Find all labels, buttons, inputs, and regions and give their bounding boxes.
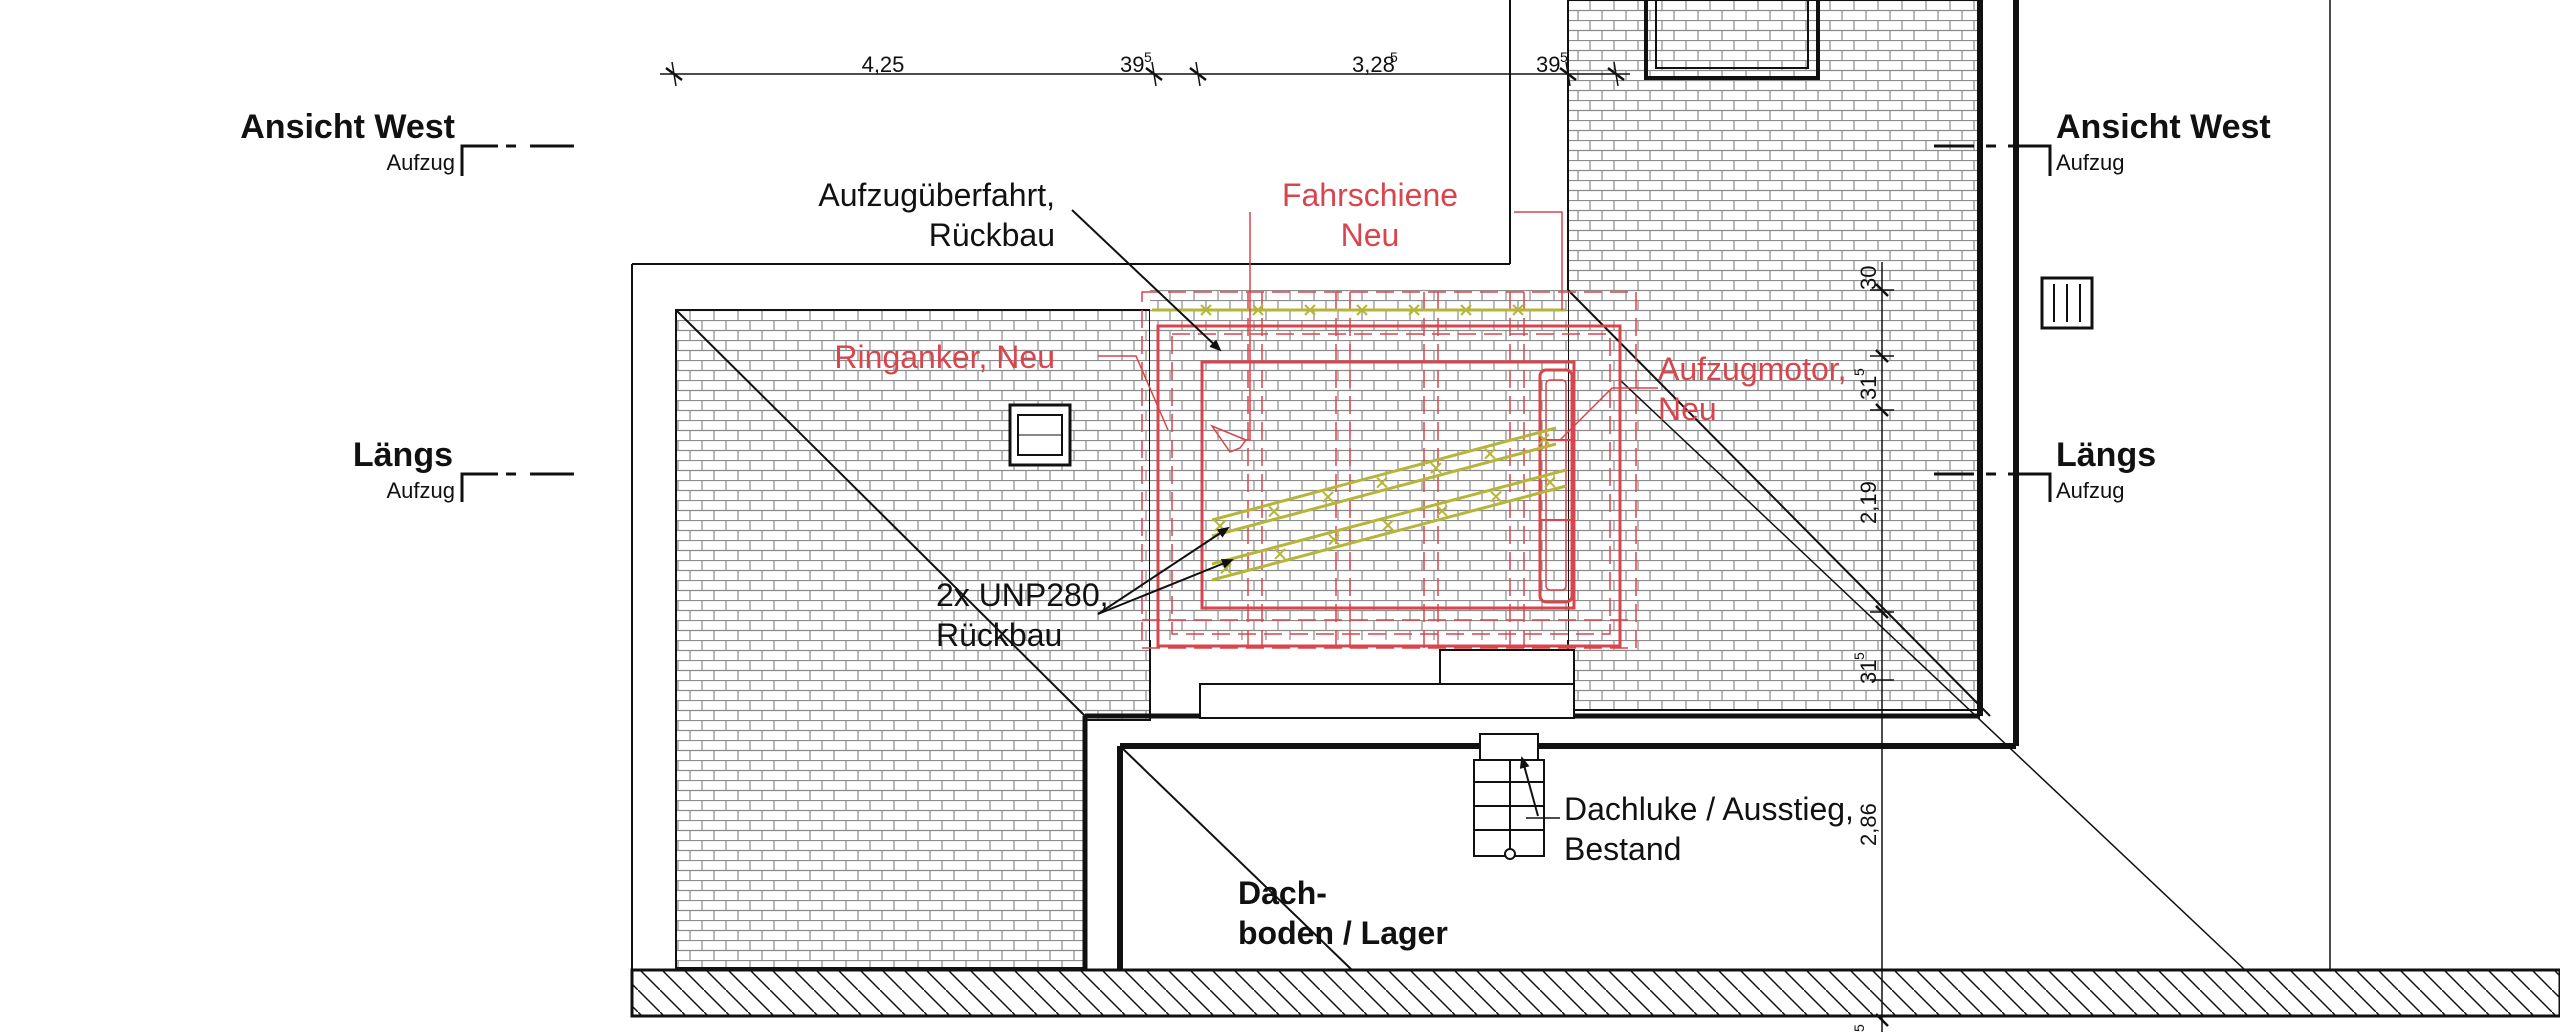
beam-cross-mark xyxy=(1214,520,1226,532)
section-marker-west-right xyxy=(1934,144,2052,176)
beam-cross-mark xyxy=(1200,304,1212,316)
dim-vert-219: 2,19 xyxy=(1856,481,1881,524)
beam-cross-mark xyxy=(1328,533,1340,546)
label-fahrschiene-1: Fahrschiene xyxy=(1282,177,1458,213)
beam-cross-mark xyxy=(1408,304,1420,316)
dim-top-1: 4,25 xyxy=(862,52,905,77)
beam-cross-mark xyxy=(1274,548,1286,560)
label-dachluke-1: Dachluke / Ausstieg, xyxy=(1564,791,1854,827)
dim-vert-315-b-sup: 5 xyxy=(1851,652,1867,660)
elevator-motor xyxy=(1538,368,1574,604)
label-dachboden-2: boden / Lager xyxy=(1238,915,1448,951)
label-ringanker: Ringanker, Neu xyxy=(834,339,1055,375)
dim-top-3-sup: 5 xyxy=(1390,49,1398,65)
section-title-laengs-left: Längs xyxy=(353,436,453,474)
section-title-west-left: Ansicht West xyxy=(240,108,455,146)
vertical-dimension-chain xyxy=(1870,262,1894,1032)
beam-cross-mark xyxy=(1430,462,1442,474)
beam-cross-mark xyxy=(1376,476,1388,489)
floor-slab xyxy=(630,968,2560,1018)
beam-cross-mark xyxy=(1304,304,1316,316)
top-dimension-chain xyxy=(660,61,1630,87)
label-motor-2: Neu xyxy=(1658,391,1717,427)
label-unp-2: Rückbau xyxy=(936,617,1062,653)
label-unp-1: 2x UNP280, xyxy=(936,577,1109,613)
label-ueberfahrt-1: Aufzugüberfahrt, xyxy=(818,177,1055,213)
unp-beams xyxy=(1152,304,1567,582)
dim-vert-286: 2,86 xyxy=(1856,803,1881,846)
beam-cross-mark xyxy=(1322,491,1334,503)
section-title-laengs-right: Längs xyxy=(2056,436,2156,474)
label-fahrschiene-2: Neu xyxy=(1341,217,1400,253)
section-marker-west-left xyxy=(460,144,574,176)
label-dachluke-2: Bestand xyxy=(1564,831,1681,867)
dim-top-4: 39 xyxy=(1536,52,1560,77)
dim-top-2: 39 xyxy=(1120,52,1144,77)
beam-cross-mark xyxy=(1382,519,1394,531)
roof-window-left xyxy=(1008,403,1072,467)
dim-top-4-sup: 5 xyxy=(1560,49,1568,65)
dim-vert-bottom-sup: 5 xyxy=(1851,1024,1867,1032)
beam-cross-mark xyxy=(1512,304,1524,316)
dim-vert-30: 30 xyxy=(1856,266,1881,290)
beam-cross-mark xyxy=(1544,476,1556,488)
label-motor-1: Aufzugmotor, xyxy=(1658,351,1847,387)
beam-cross-mark xyxy=(1538,433,1550,445)
roof-hatch-ladder xyxy=(1473,733,1545,860)
section-sub-laengs-right: Aufzug xyxy=(2056,478,2125,503)
roof-vent-right xyxy=(2040,276,2094,330)
beam-cross-mark xyxy=(1268,505,1280,518)
dim-top-2-sup: 5 xyxy=(1144,49,1152,65)
elevator-ring-beam xyxy=(1141,291,1637,649)
section-sub-west-left: Aufzug xyxy=(387,150,456,175)
beam-cross-mark xyxy=(1490,490,1502,503)
section-marker-laengs-left xyxy=(460,472,574,502)
skylight-top xyxy=(1644,0,1820,80)
section-title-west-right: Ansicht West xyxy=(2056,108,2271,146)
section-sub-laengs-left: Aufzug xyxy=(387,478,456,503)
annotation-leaders xyxy=(1071,209,1658,819)
beam-cross-mark xyxy=(1252,304,1264,316)
label-ueberfahrt-2: Rückbau xyxy=(929,217,1055,253)
section-marker-laengs-right xyxy=(1934,472,2052,502)
beam-cross-mark xyxy=(1460,304,1472,316)
dim-vert-315-a-sup: 5 xyxy=(1851,368,1867,376)
dim-vert-315-a: 31 xyxy=(1856,376,1881,400)
dim-vert-315-b: 31 xyxy=(1856,660,1881,684)
label-dachboden-1: Dach- xyxy=(1238,875,1327,911)
dim-top-3: 3,28 xyxy=(1352,52,1395,77)
roof-area-left xyxy=(675,309,1151,969)
beam-cross-mark xyxy=(1436,505,1448,517)
section-sub-west-right: Aufzug xyxy=(2056,150,2125,175)
beam-cross-mark xyxy=(1356,304,1368,316)
beam-cross-mark xyxy=(1484,447,1496,460)
building-outlines xyxy=(631,0,2331,1015)
